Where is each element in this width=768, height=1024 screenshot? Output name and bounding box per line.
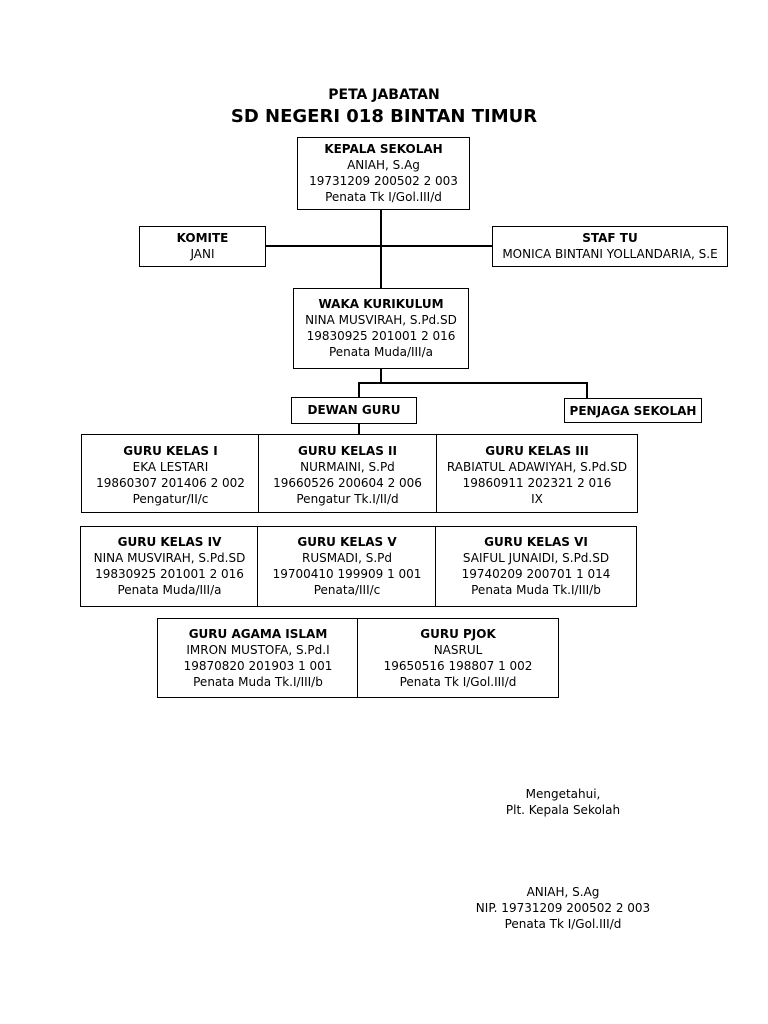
waka-title: WAKA KURIKULUM (318, 297, 444, 311)
guru-rank: Penata Muda Tk.I/III/b (193, 675, 323, 689)
kepala-name: ANIAH, S.Ag (347, 158, 420, 172)
komite-box: KOMITE JANI (139, 226, 266, 267)
guru-nip: 19660526 200604 2 006 (273, 476, 422, 490)
guru-nip: 19700410 199909 1 001 (272, 567, 422, 581)
kepala-sekolah-box: KEPALA SEKOLAH ANIAH, S.Ag 19731209 2005… (297, 137, 470, 210)
connector-kepala-waka (380, 209, 382, 289)
guru-nip: 19740209 200701 1 014 (461, 567, 611, 581)
guru-nip: 19830925 201001 2 016 (95, 567, 244, 581)
staf-tu-box: STAF TU MONICA BINTANI YOLLANDARIA, S.E (492, 226, 728, 267)
guru-rank: Penata Tk I/Gol.III/d (399, 675, 517, 689)
kepala-title: KEPALA SEKOLAH (324, 142, 443, 156)
staf-tu-name: MONICA BINTANI YOLLANDARIA, S.E (502, 247, 718, 261)
chart-title: SD NEGERI 018 BINTAN TIMUR (230, 106, 538, 127)
guru-nip: 19650516 198807 1 002 (383, 659, 533, 673)
waka-kurikulum-box: WAKA KURIKULUM NINA MUSVIRAH, S.Pd.SD 19… (293, 288, 469, 369)
chart-subtitle: PETA JABATAN (328, 87, 440, 103)
guru-rank: Penata Muda/III/a (117, 583, 222, 597)
guru-title: GURU KELAS VI (484, 535, 588, 549)
guru-kelas-v-box: GURU KELAS V RUSMADI, S.Pd 19700410 1999… (257, 526, 437, 607)
guru-name: RABIATUL ADAWIYAH, S.Pd.SD (446, 460, 628, 474)
signature-position: Plt. Kepala Sekolah (505, 803, 621, 817)
staf-tu-title: STAF TU (582, 231, 638, 245)
guru-kelas-iii-box: GURU KELAS III RABIATUL ADAWIYAH, S.Pd.S… (436, 434, 638, 513)
guru-nip: 19870820 201903 1 001 (183, 659, 333, 673)
penjaga-sekolah-box: PENJAGA SEKOLAH (564, 398, 702, 423)
guru-rank: Pengatur Tk.I/II/d (296, 492, 399, 506)
komite-name: JANI (190, 247, 215, 261)
guru-kelas-i-box: GURU KELAS I EKA LESTARI 19860307 201406… (81, 434, 260, 513)
waka-rank: Penata Muda/III/a (328, 345, 433, 359)
guru-rank: Penata/III/c (313, 583, 381, 597)
guru-kelas-vi-box: GURU KELAS VI SAIFUL JUNAIDI, S.Pd.SD 19… (435, 526, 637, 607)
guru-kelas-ii-box: GURU KELAS II NURMAINI, S.Pd 19660526 20… (258, 434, 437, 513)
connector-to-dewan (358, 382, 360, 398)
connector-komite-staf (265, 245, 493, 247)
guru-name: NASRUL (433, 643, 483, 657)
guru-name: SAIFUL JUNAIDI, S.Pd.SD (462, 551, 610, 565)
guru-rank: Penata Muda Tk.I/III/b (471, 583, 601, 597)
guru-kelas-iv-box: GURU KELAS IV NINA MUSVIRAH, S.Pd.SD 198… (80, 526, 259, 607)
waka-name: NINA MUSVIRAH, S.Pd.SD (305, 313, 457, 327)
guru-pjok-box: GURU PJOK NASRUL 19650516 198807 1 002 P… (357, 618, 559, 698)
connector-branch (358, 382, 587, 384)
guru-name: NINA MUSVIRAH, S.Pd.SD (93, 551, 246, 565)
signature-mengetahui: Mengetahui, (525, 787, 601, 801)
waka-nip: 19830925 201001 2 016 (306, 329, 456, 343)
guru-name: EKA LESTARI (132, 460, 209, 474)
guru-title: GURU KELAS III (485, 444, 589, 458)
guru-rank: IX (531, 492, 543, 506)
komite-title: KOMITE (176, 231, 229, 245)
guru-name: NURMAINI, S.Pd (300, 460, 395, 474)
guru-title: GURU KELAS IV (117, 535, 222, 549)
connector-to-penjaga (586, 382, 588, 398)
kepala-rank: Penata Tk I/Gol.III/d (325, 190, 442, 204)
guru-title: GURU KELAS I (123, 444, 218, 458)
signature-name: ANIAH, S.Ag (526, 885, 600, 899)
signature-nip: NIP. 19731209 200502 2 003 (475, 901, 651, 915)
kepala-nip: 19731209 200502 2 003 (309, 174, 458, 188)
guru-nip: 19860911 202321 2 016 (462, 476, 612, 490)
dewan-guru-box: DEWAN GURU (291, 397, 417, 424)
connector-dewan-guru (358, 423, 360, 435)
guru-name: IMRON MUSTOFA, S.Pd.I (186, 643, 330, 657)
connector-waka-down (380, 368, 382, 382)
guru-title: GURU KELAS V (297, 535, 397, 549)
guru-title: GURU KELAS II (298, 444, 397, 458)
guru-title: GURU PJOK (420, 627, 496, 641)
penjaga-title: PENJAGA SEKOLAH (569, 404, 697, 418)
signature-rank: Penata Tk I/Gol.III/d (504, 917, 622, 931)
guru-rank: Pengatur/II/c (132, 492, 209, 506)
guru-name: RUSMADI, S.Pd (302, 551, 392, 565)
dewan-guru-title: DEWAN GURU (307, 403, 401, 417)
guru-nip: 19860307 201406 2 002 (96, 476, 245, 490)
guru-agama-islam-box: GURU AGAMA ISLAM IMRON MUSTOFA, S.Pd.I 1… (157, 618, 359, 698)
guru-title: GURU AGAMA ISLAM (188, 627, 328, 641)
